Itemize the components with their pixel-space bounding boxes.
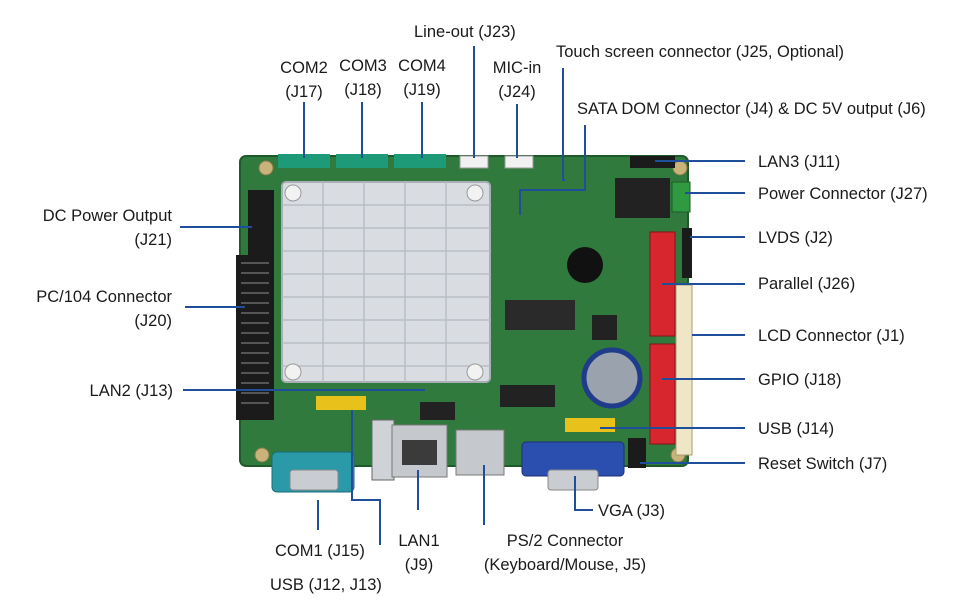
label-parallel: Parallel (J26): [758, 275, 856, 293]
label-usb-j12-j13: USB (J12, J13): [270, 576, 382, 594]
label-lvds: LVDS (J2): [758, 229, 833, 247]
chip: [615, 178, 670, 218]
buzzer: [567, 247, 603, 283]
label-lan2: LAN2 (J13): [89, 382, 173, 400]
label-com4: COM4(J19): [398, 57, 446, 99]
usb-j14-header: [565, 418, 615, 432]
ps2-jack: [455, 429, 505, 476]
label-mic-in: MIC-in(J24): [492, 59, 542, 101]
com4-header: [394, 154, 446, 168]
lcd-connector: [675, 284, 693, 456]
label-lcd-connector: LCD Connector (J1): [758, 327, 905, 345]
label-usb-j14: USB (J14): [758, 420, 835, 438]
power-connector: [671, 181, 691, 213]
chip: [420, 402, 455, 420]
label-lan3: LAN3 (J11): [758, 153, 841, 171]
label-com3: COM3(J18): [339, 57, 387, 99]
label-sata-dom: SATA DOM Connector (J4) & DC 5V output (…: [577, 100, 926, 118]
mount-hole: [672, 160, 688, 176]
com1-serial-shell: [289, 469, 339, 491]
lan3-header: [630, 156, 675, 168]
com3-header: [336, 154, 388, 168]
dc-output-header: [248, 190, 274, 260]
label-ps2: PS/2 Connector(Keyboard/Mouse, J5): [483, 532, 647, 574]
reset-switch: [628, 438, 646, 468]
label-com2: COM2(J17): [280, 59, 328, 101]
vga-shell: [547, 469, 599, 491]
label-gpio: GPIO (J18): [758, 371, 842, 389]
mount-hole: [258, 160, 274, 176]
label-dc-power-output: DC Power Output(J21): [42, 207, 172, 249]
battery: [581, 347, 643, 409]
leader-lines: [180, 46, 745, 545]
heatsink: [281, 181, 491, 383]
mic-in-connector: [504, 155, 534, 169]
label-vga: VGA (J3): [598, 502, 665, 520]
lan1-opening: [402, 440, 437, 465]
usb-port: [371, 419, 395, 481]
com2-header: [278, 154, 330, 168]
usb-yellow-header: [316, 396, 366, 410]
label-touch-screen: Touch screen connector (J25, Optional): [556, 43, 844, 61]
lvds-header: [682, 228, 692, 278]
label-com1: COM1 (J15): [275, 542, 365, 560]
chip: [500, 385, 555, 407]
chip: [505, 300, 575, 330]
pc104-header: [236, 255, 274, 420]
label-pc104: PC/104 Connector(J20): [36, 288, 172, 330]
label-reset-switch: Reset Switch (J7): [758, 455, 888, 473]
label-lan1: LAN1(J9): [398, 532, 440, 574]
mount-hole: [254, 447, 270, 463]
label-power-connector: Power Connector (J27): [758, 185, 928, 203]
label-line-out: Line-out (J23): [414, 23, 516, 41]
chip: [592, 315, 617, 340]
